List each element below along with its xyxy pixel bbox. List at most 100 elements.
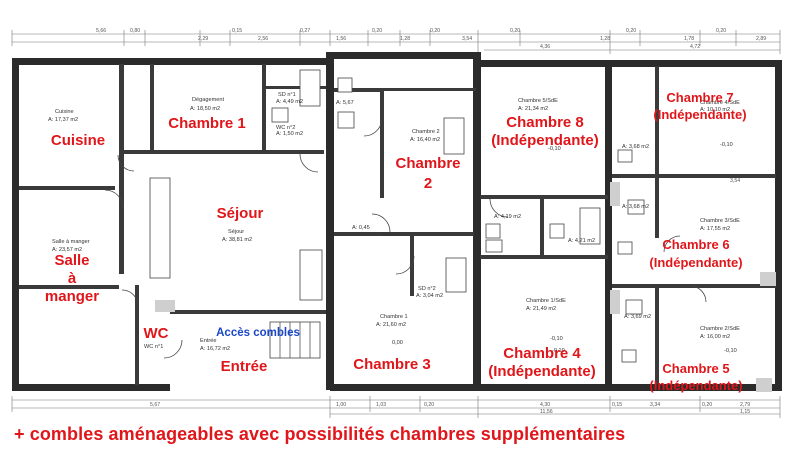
structural-hatches [155,182,776,392]
cuisine-small: Cuisine [55,109,74,115]
dim-top-13: 0,20 [626,28,636,34]
dim-top2-2: 3,54 [730,178,740,184]
dim-top2-0: 4,36 [540,44,550,50]
salle-small: Salle à manger [52,239,90,245]
entree-small: Entrée [200,338,216,344]
a419-label: A: 4,19 m2 [494,214,521,220]
room-chambre-2-line2: 2 [424,175,432,192]
room-cuisine: Cuisine [51,132,105,149]
dim-top-11: 0,20 [510,28,520,34]
room-names: Cuisine Chambre 1 Chambre 2 Chambre 8 (I… [45,90,747,393]
wc2-label: WC n°2 [276,125,295,131]
room-chambre-2-line1: Chambre [395,155,460,172]
dim-top-1: 0,80 [130,28,140,34]
dim-top-3: 0,15 [232,28,242,34]
room-chambre-5-line2: (Indépendante) [649,378,742,393]
dim-bottom-6: 3,34 [650,402,660,408]
room-chambre-4-line1: Chambre 4 [503,345,581,362]
room-chambre-7-line2: (Indépendante) [653,107,746,122]
door-swings [104,117,707,359]
dim-top-5: 0,27 [300,28,310,34]
dim-top-4: 2,56 [258,36,268,42]
room-entree: Entrée [221,358,268,375]
salle-area: A: 23,57 m2 [52,247,82,253]
dim-top-7: 0,20 [372,28,382,34]
room-salle-line3: manger [45,288,99,305]
chambre2-small: Chambre 2 [412,129,440,135]
sd2-label: SD n°2 [418,286,436,292]
dim-top-6: 1,56 [336,36,346,42]
a421-label: A: 4,21 m2 [568,238,595,244]
dim-bottom2-0: 11,56 [540,409,553,415]
chambre5-area: A: 16,00 m2 [700,334,730,340]
room-chambre-5-line1: Chambre 5 [662,361,729,376]
sejour-small: Séjour [228,229,244,235]
chambre7-area: A: 10,10 m2 [700,107,730,113]
a369-label: A: 3,69 m2 [624,314,651,320]
room-chambre-4-line2: (Indépendante) [488,363,596,380]
a304-label: A: 3,04 m2 [416,293,443,299]
level-4: -0,10 [724,348,737,354]
chambre3-small: Chambre 1 [380,314,408,320]
bottom-dimension-labels: 5,67 1,00 1,03 0,20 4,30 0,15 3,34 0,20 … [150,402,750,415]
dim-top-15: 0,20 [716,28,726,34]
dim-top-9: 0,20 [430,28,440,34]
level-1: -0,10 [548,146,561,152]
attic-access-label: Accès combles [216,327,300,339]
room-salle-line2: à [68,270,77,287]
attic-conversion-note: + combles aménageables avec possibilités… [14,424,626,444]
room-chambre-6-line2: (Indépendante) [649,255,742,270]
room-chambre-7-line1: Chambre 7 [666,90,733,105]
dim-top-8: 1,28 [400,36,410,42]
sejour-area: A: 38,81 m2 [222,237,252,243]
room-chambre-1: Chambre 1 [168,115,246,132]
wc2-area: A: 1,50 m2 [276,131,303,137]
level-6: 0,00 [392,340,403,346]
dim-bottom-4: 4,30 [540,402,550,408]
bottom-dimension-lines [11,396,781,418]
dim-top-2: 2,29 [198,36,208,42]
dim-top-12: 1,28 [600,36,610,42]
dim-bottom-7: 0,20 [702,402,712,408]
a368b-label: A: 3,68 m2 [622,204,649,210]
level-3: -0,10 [720,142,733,148]
a368a-label: A: 3,68 m2 [622,144,649,150]
level-2: -0,10 [550,336,563,342]
chambre8-small: Chambre 5/SdE [518,98,558,104]
dim-bottom-3: 0,20 [424,402,434,408]
chambre2-area: A: 16,40 m2 [410,137,440,143]
chambre8-area: A: 21,34 m2 [518,106,548,112]
degagement-area: A: 18,50 m2 [190,106,220,112]
interior-walls [19,64,776,385]
chambre7-small: Chambre 4/SdE [700,100,740,106]
entree-area: A: 16,72 m2 [200,346,230,352]
dim-bottom-1: 1,00 [336,402,346,408]
dim-top-16: 2,89 [756,36,766,42]
sanitary-fixtures [149,69,645,363]
dim-bottom-8: 2,79 [740,402,750,408]
dim-bottom-0: 5,67 [150,402,160,408]
dim-bottom2-1: 1,15 [740,409,750,415]
dim-bottom-2: 1,03 [376,402,386,408]
room-chambre-8-line1: Chambre 8 [506,114,584,131]
dim-top-0: 5,66 [96,28,106,34]
cuisine-area: A: 17,37 m2 [48,117,78,123]
room-salle-line1: Salle [54,252,89,269]
a045-label: A: 0,45 [352,225,370,231]
couloir-small: Couloir [382,232,400,238]
dim-top-14: 1,78 [684,36,694,42]
plan-small-labels: Cuisine A: 17,37 m2 Dégagement A: 18,50 … [48,92,740,354]
sd1-label: SD n°1 [278,92,296,98]
top-dimension-lines [11,30,781,54]
sd1-area: A: 4,49 m2 [276,99,303,105]
chambre5-small: Chambre 2/SdE [700,326,740,332]
chambre6-area: A: 17,55 m2 [700,226,730,232]
dim-top2-1: 4,72 [690,44,700,50]
chambre4-area: A: 21,49 m2 [526,306,556,312]
chambre3-area: A: 21,60 m2 [376,322,406,328]
level-5: -0,10 [552,348,565,354]
wc-small: WC n°1 [144,344,163,350]
exterior-walls [12,52,782,391]
room-chambre-3: Chambre 3 [353,356,431,373]
